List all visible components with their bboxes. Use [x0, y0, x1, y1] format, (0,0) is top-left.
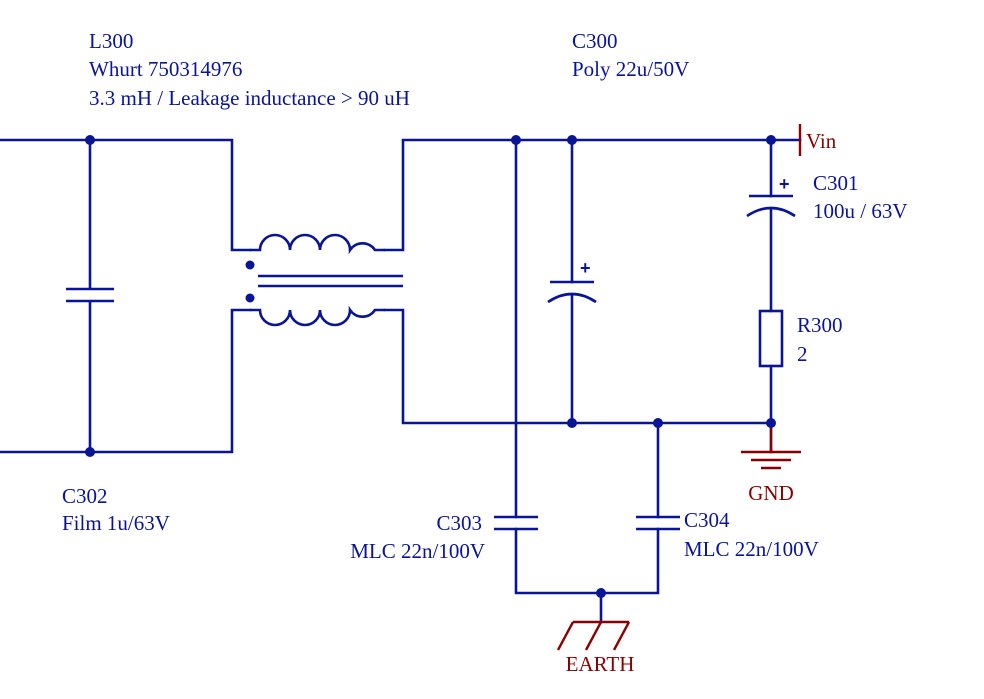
wire-right-top	[383, 138, 802, 252]
c303-value-label: MLC 22n/100V	[350, 539, 485, 563]
junction-dot	[596, 588, 606, 598]
polarity-plus: +	[779, 174, 790, 194]
r300-value-label: 2	[797, 342, 808, 366]
polarity-plus: +	[580, 258, 591, 278]
l300-desc-label: 3.3 mH / Leakage inductance > 90 uH	[89, 86, 410, 110]
earth-leg	[612, 621, 631, 651]
earth-symbol	[556, 620, 631, 651]
junctions	[85, 135, 776, 598]
capacitor-c304	[636, 515, 680, 531]
c301-ref-label: C301	[813, 171, 859, 195]
inductor-l300	[245, 233, 403, 327]
c302-ref-label: C302	[62, 484, 108, 508]
gnd-symbol	[741, 428, 801, 470]
capacitor-c302	[66, 287, 114, 303]
junction-dot	[766, 135, 776, 145]
resistor-r300	[758, 309, 784, 368]
wire-left-bottom	[0, 308, 252, 454]
junction-dot	[567, 418, 577, 428]
gnd-net-label: GND	[748, 481, 794, 505]
junction-dot	[511, 135, 521, 145]
inductor-top-winding	[250, 233, 385, 255]
l300-part-label: Whurt 750314976	[89, 57, 242, 81]
earth-leg	[556, 621, 575, 651]
junction-dot	[766, 418, 776, 428]
l300-ref-label: L300	[89, 29, 133, 53]
winding-polarity-dot	[245, 293, 255, 303]
junction-dot	[85, 135, 95, 145]
capacitor-c300: +	[547, 258, 597, 304]
c300-ref-label: C300	[572, 29, 618, 53]
earth-leg	[584, 621, 603, 651]
winding-polarity-dot	[245, 260, 255, 270]
vin-net-label: Vin	[806, 129, 837, 153]
c304-value-label: MLC 22n/100V	[684, 537, 819, 561]
junction-dot	[653, 418, 663, 428]
capacitor-c303	[494, 515, 538, 531]
c304-ref-label: C304	[684, 508, 730, 532]
junction-dot	[85, 447, 95, 457]
earth-net-label: EARTH	[566, 652, 635, 676]
capacitor-c301: +	[746, 174, 796, 218]
inductor-bottom-winding	[250, 305, 385, 327]
wire-c303-bottom	[514, 527, 660, 595]
capacitor-curved-plate	[547, 292, 597, 304]
c300-value-label: Poly 22u/50V	[572, 57, 689, 81]
c302-value-label: Film 1u/63V	[62, 511, 170, 535]
c301-value-label: 100u / 63V	[813, 199, 908, 223]
junction-dot	[567, 135, 577, 145]
r300-ref-label: R300	[797, 313, 843, 337]
capacitor-curved-plate	[746, 206, 796, 218]
wires	[0, 138, 802, 624]
wire-right-bottom	[383, 308, 773, 425]
c303-ref-label: C303	[436, 511, 482, 535]
wire-left-top	[0, 138, 252, 252]
